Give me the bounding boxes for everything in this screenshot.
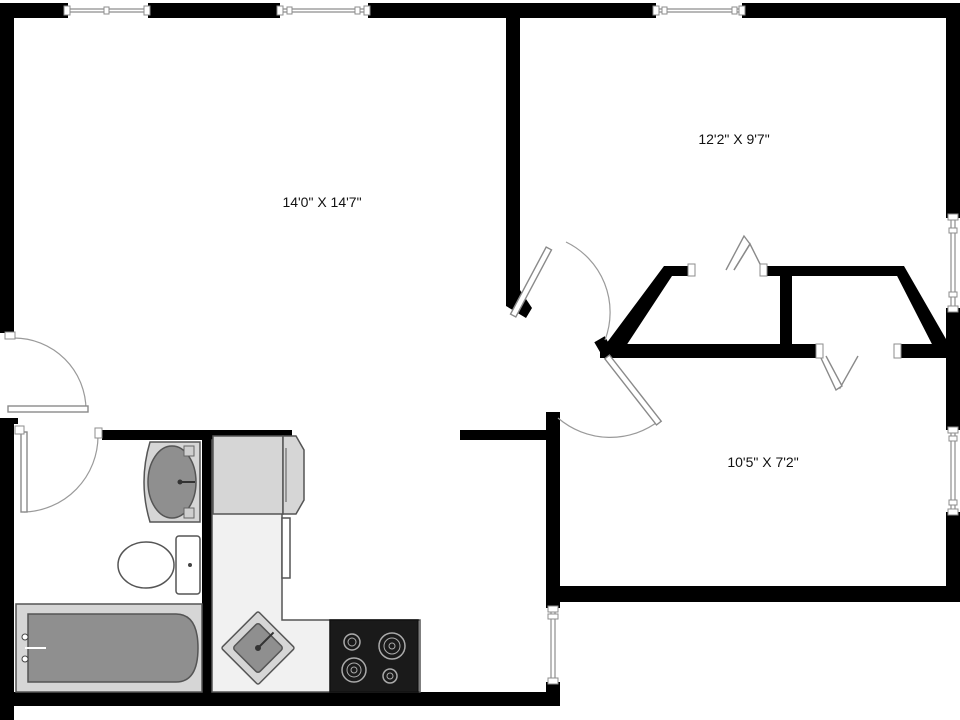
wall-left-lower: [0, 418, 14, 720]
doors: [4, 234, 902, 513]
window-top-3: [652, 5, 746, 16]
wall-right-2: [946, 308, 960, 430]
wall-top-1: [0, 3, 68, 18]
windows: [63, 5, 959, 685]
wall-living-bedroom: [506, 3, 520, 305]
bathtub: [15, 603, 203, 693]
interior-walls: [14, 3, 950, 706]
den-dimensions: 10'5" X 7'2": [727, 454, 798, 470]
wall-left-upper: [0, 3, 14, 333]
kitchen-fixtures: [211, 435, 421, 693]
wall-bottom-right: [548, 586, 960, 602]
wall-right-3: [946, 512, 960, 602]
wall-hall-west: [14, 418, 18, 424]
bedroom-closet-bifold: [687, 234, 768, 277]
living-room-dimensions: 14'0" X 14'7": [282, 194, 361, 210]
wall-closet-diagonal-left: [600, 266, 690, 352]
window-den-west: [547, 605, 559, 685]
dishwasher: [281, 517, 291, 579]
bedroom-dimensions: 12'2" X 9'7": [698, 131, 769, 147]
window-right-2: [947, 426, 959, 516]
bedroom-door: [509, 241, 611, 341]
wall-bath-east: [202, 430, 212, 706]
wall-right-1: [946, 3, 960, 218]
kitchen-sink: [221, 611, 295, 685]
wall-bath-north: [102, 430, 292, 440]
toilet: [117, 535, 201, 595]
wall-door-jamb: [594, 336, 614, 358]
wall-closet-diagonal-right: [892, 266, 950, 352]
stove: [329, 619, 419, 693]
exterior-walls: [0, 3, 960, 720]
wall-den-west: [546, 412, 560, 608]
wall-closet-right-header: [765, 266, 900, 276]
wall-den-west-lower: [546, 682, 560, 694]
window-right-1: [947, 213, 959, 313]
wall-bedroom-den-right: [900, 344, 950, 358]
wall-top-4: [742, 3, 960, 18]
entry-door: [4, 331, 89, 413]
wall-bedroom-den: [600, 344, 820, 358]
bathroom-sink: [143, 441, 201, 523]
den-closet-bifold: [815, 343, 902, 392]
bath-door: [14, 425, 103, 513]
wall-closet-left-header: [664, 266, 690, 276]
den-door: [557, 354, 663, 438]
refrigerator: [212, 435, 305, 515]
wall-top-2: [148, 3, 280, 18]
window-top-2: [276, 5, 371, 16]
bathroom-fixtures: [15, 441, 203, 693]
wall-stub: [460, 430, 560, 440]
wall-bottom-left: [0, 692, 560, 706]
window-top-1: [63, 5, 151, 16]
wall-closet-divider: [780, 266, 792, 354]
